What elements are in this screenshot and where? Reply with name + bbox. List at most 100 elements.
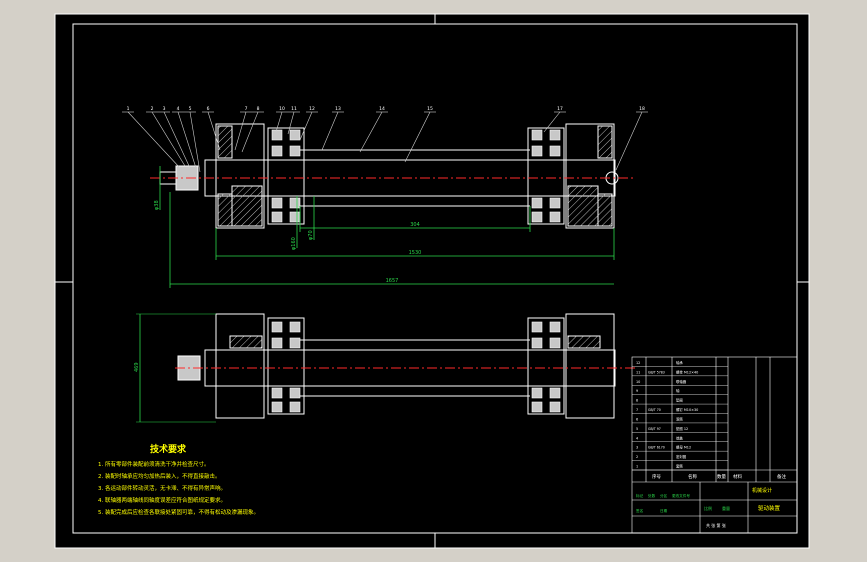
balloon-leader [404,111,431,163]
balloon-label: 4 [177,106,180,112]
title-block-row-code: GB/T 70 [648,408,661,412]
balloon-label: 17 [557,106,563,112]
note-item: 5. 装配完成后应检查各联接处紧固可靠，不得有松动及渗漏现象。 [98,508,259,516]
title-block-row-name: 轴承 [676,360,683,365]
title-block-row-code: GB/T 97 [648,427,661,431]
tb-bottom-label: 日期 [660,508,668,513]
dim-overall-length: 1530 [409,250,422,256]
title-block-header-qty: 数量 [717,473,726,480]
title-block-row-name: 轴 [676,388,680,393]
note-item: 2. 装配时轴承应均匀加热后装入，不得直接敲击。 [98,472,221,480]
notes-title: 技术要求 [150,443,187,455]
dim-total-length: 1657 [386,278,399,284]
tb-bottom-label: 处数 [648,493,656,498]
title-block-row-name: 联轴器 [676,379,687,384]
balloon-leader [543,111,561,133]
balloon-leader [615,111,643,171]
balloon-leader [151,111,186,167]
tb-bottom-label: 分区 [660,493,668,498]
title-block-row-code: GB/T 5783 [648,370,665,374]
balloon-label: 5 [189,106,192,112]
balloon-label: 10 [279,106,285,112]
balloon-leader [321,111,339,151]
dim-side-height: 469 [134,362,140,372]
top-right-coupling [527,317,565,415]
top-left-drum [215,313,265,419]
title-block-row-name: 螺钉 M10×30 [676,407,698,412]
title-block-row-name: 密封圈 [676,454,687,459]
dim-small-dia: φ38 [154,200,160,210]
top-right-drum [565,313,615,419]
balloon-label: 18 [639,106,645,112]
title-block-weight-label: 重量 [722,505,730,511]
dim-left-dia: φ160 [291,237,297,250]
balloon-leader [299,111,313,141]
balloon-label: 2 [151,106,154,112]
balloon-leader [177,111,197,169]
balloon-leader [287,111,295,135]
title-block-row-index: 7 [636,408,638,412]
title-block-row-index: 1 [636,465,638,469]
top-left-coupling [267,317,305,415]
title-block-row-name: 螺栓 M12×40 [676,369,698,374]
balloon-leader [275,111,283,133]
tb-bottom-label: 标记 [636,493,644,498]
title-block-row-index: 2 [636,455,638,459]
balloon-label: 6 [207,106,210,112]
title-block-row-index: 5 [636,427,638,431]
title-block-row-index: 3 [636,446,638,450]
sheet-border-outer [54,13,810,549]
sheet-border-inner [72,23,798,534]
top-view: 469 [134,313,635,423]
balloon-leader [127,111,181,169]
balloon-leader [189,111,201,173]
title-block-row-index: 9 [636,389,638,393]
note-item: 3. 各运动部件转动灵活，无卡滞、不得有异常声响。 [98,484,226,492]
title-block-row-index: 8 [636,399,638,403]
tb-bottom-label: 签名 [636,508,644,513]
balloon-label: 13 [335,106,341,112]
title-block-row-name: 垫圈 [676,398,683,403]
right-drum [565,123,615,229]
title-block-row-code: GB/T 6170 [648,446,665,450]
balloon-leader [241,111,259,153]
balloon-label: 8 [257,106,260,112]
balloon-label: 12 [309,106,315,112]
title-block-bottom-labels: 标记 处数 分区 更改文件号 签名 日期 [636,493,690,513]
title-block-header-material: 材料 [733,473,742,480]
title-block-sheet-label: 共 张 第 张 [706,522,726,528]
balloon-label: 14 [379,106,385,112]
title-block-row-name: 套筒 [676,464,683,469]
balloon-leader [163,111,191,169]
note-item: 1. 所有零部件装配前须清洗干净并检查尺寸。 [98,460,210,468]
title-block-row-name: 螺母 M12 [676,445,691,450]
cad-viewport[interactable] [55,14,809,548]
title-block-row-index: 6 [636,417,638,421]
title-block-scale-label: 比例 [704,505,712,511]
title-block-drawing-name: 驱动装置 [758,504,781,512]
title-block-row-name: 垫圈 12 [676,426,688,431]
title-block-row-index: 10 [636,380,640,384]
title-block-header-name: 名称 [688,473,697,480]
title-block-row-index: 4 [636,436,638,440]
balloon-label: 11 [291,106,297,112]
technical-notes: 技术要求 1. 所有零部件装配前须清洗干净并检查尺寸。 2. 装配时轴承应均匀加… [98,443,259,516]
balloon-leader [207,111,221,151]
title-block-header-seq: 序号 [652,473,661,480]
balloon-label: 1 [127,106,130,112]
title-block-row-name: 端盖 [676,435,683,440]
dim-shaft-dia: φ70 [308,230,314,240]
balloon-label: 7 [245,106,248,112]
tb-bottom-label: 更改文件号 [672,493,690,498]
title-block-row-name: 滚筒 [676,416,683,421]
front-view: 304 1530 1657 φ160 φ70 φ38 [150,123,635,288]
left-coupling [267,127,305,225]
balloon-leader [234,111,247,151]
right-coupling [527,127,565,225]
dim-inner-span: 304 [410,222,420,228]
title-block-org: 机械设计 [752,487,772,494]
note-item: 4. 联轴器两端轴线同轴度误差应符合图纸规定要求。 [98,496,226,504]
